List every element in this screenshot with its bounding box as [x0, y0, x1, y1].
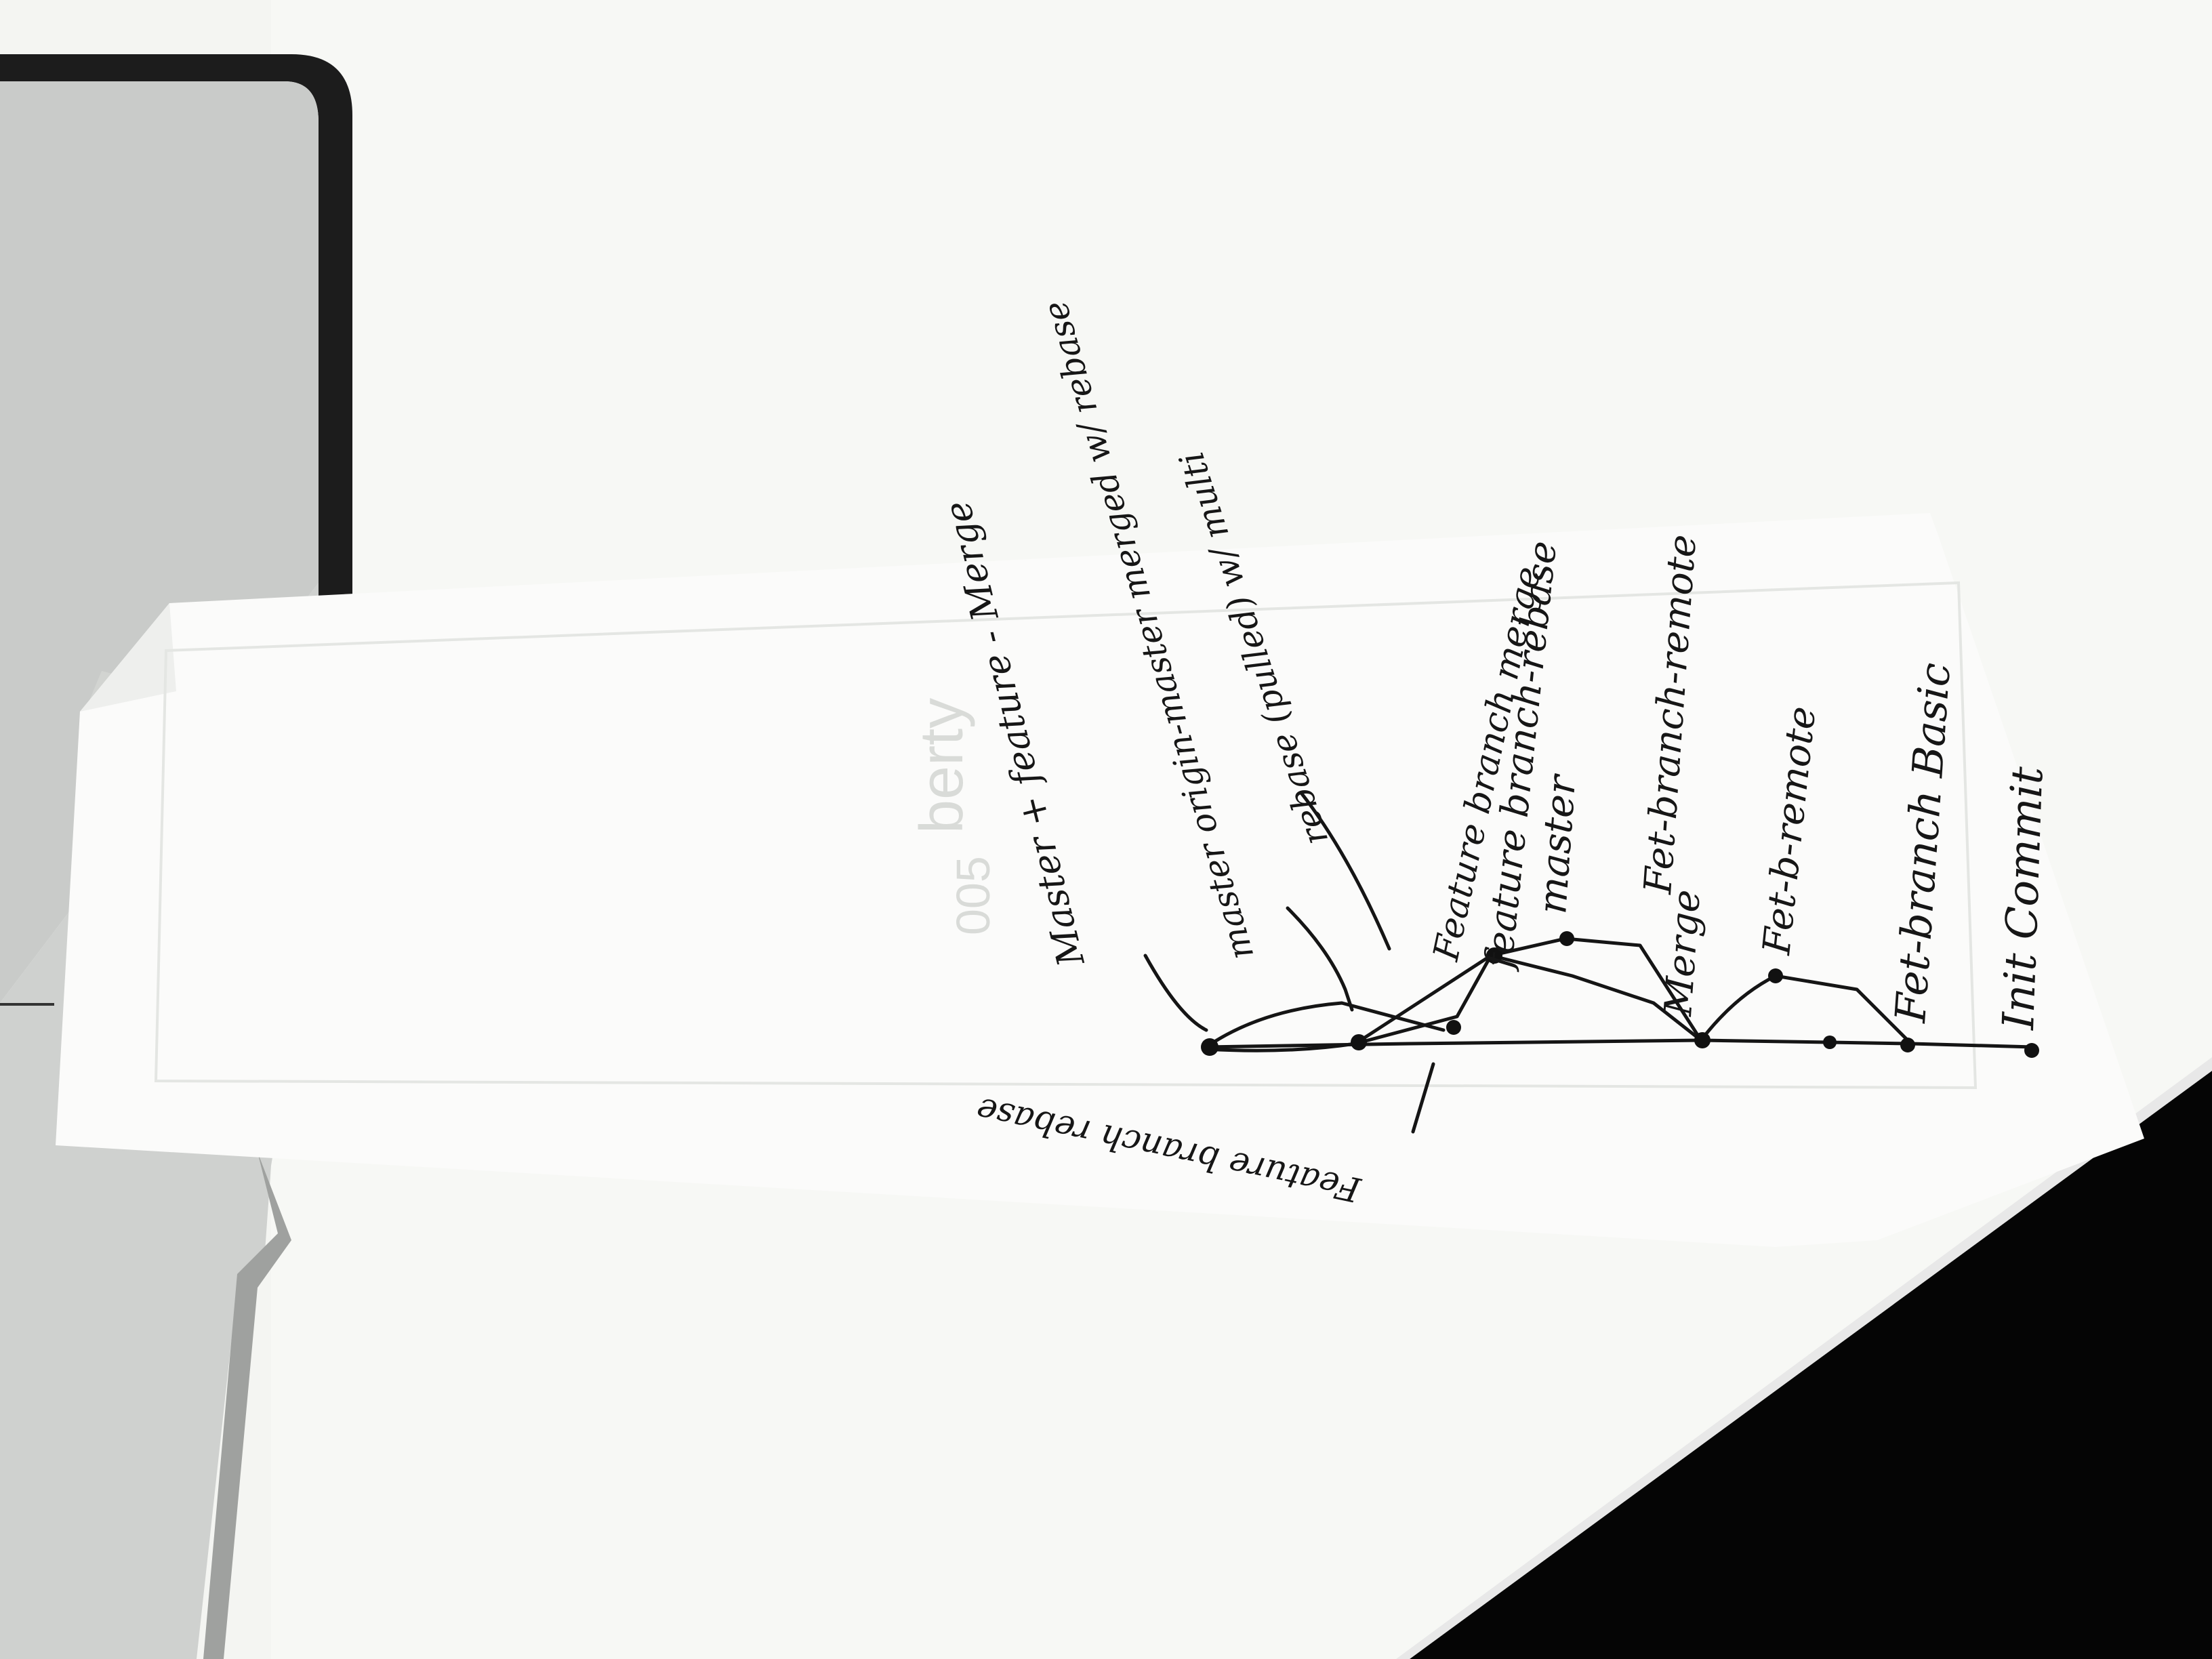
- cross-line: [1353, 954, 1493, 1046]
- table-edge-highlight: [1396, 1057, 2212, 1659]
- label-merge: Merge: [1656, 888, 1709, 1018]
- commit-final: [1201, 1038, 1218, 1056]
- label-master: master: [1529, 772, 1584, 916]
- merge-line-upper: [1204, 1001, 1446, 1049]
- commit-merge: [1694, 1032, 1711, 1048]
- printed-text-line1: berty: [908, 698, 976, 834]
- commit-fet-basic: [1900, 1038, 1915, 1052]
- paper: [56, 513, 2144, 1247]
- commit-master: [1559, 931, 1574, 946]
- merge-line-lower: [1204, 1042, 1357, 1052]
- commit-mid: [1823, 1036, 1837, 1049]
- leader-bottom: [1411, 1062, 1435, 1134]
- main-branch-line: [1204, 1038, 2035, 1049]
- laptop-edge: [203, 1152, 291, 1659]
- leader-rebase: [1286, 906, 1354, 1012]
- commit-rebase-tip: [1351, 1034, 1367, 1050]
- leader-feature-merge: [1299, 791, 1391, 951]
- leader-master-feature: [1143, 954, 1208, 1032]
- paper-fold: [80, 603, 176, 712]
- commit-remote: [1768, 968, 1783, 983]
- printed-text-line2: 005: [947, 856, 1000, 935]
- commit-init: [2024, 1043, 2039, 1058]
- paper-print-frame: [154, 581, 1978, 1090]
- commit-feature-rebase: [1486, 947, 1502, 964]
- label-init: Init Commit: [1994, 766, 2053, 1031]
- feature-arc-line-2: [1489, 954, 1703, 1042]
- commit-feat-merge: [1446, 1020, 1461, 1035]
